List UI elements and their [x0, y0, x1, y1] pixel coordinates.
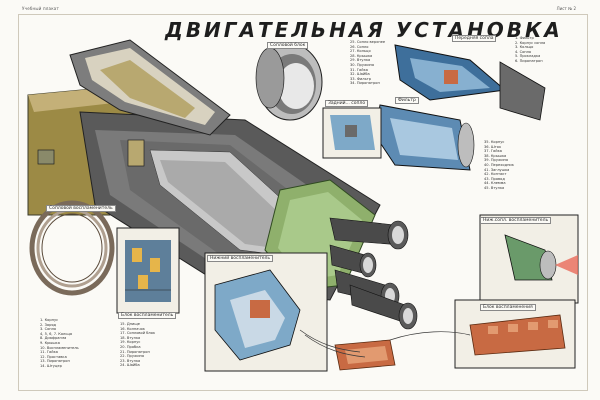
- legend-item: 31. Гайка: [350, 67, 368, 72]
- igniter-block-panel: [116, 227, 180, 314]
- label-igniter-block: Блок воспламенитель: [118, 312, 177, 319]
- legend-item: 40. Переходник: [484, 162, 514, 167]
- legend-item: 18. Втулка: [120, 335, 141, 340]
- copper-plate: [334, 339, 396, 371]
- legend-item: 33. Фильтр: [350, 76, 372, 81]
- legend-item: 11. Гайка: [40, 350, 58, 355]
- label-nozzle-rear: Задний... сопло: [325, 100, 369, 107]
- filter-detail: [374, 104, 475, 171]
- legend-item: 4, 5, 6, 7. Кольца: [40, 331, 73, 336]
- legend-item: 29. Втулка: [350, 58, 371, 63]
- legend-item: 20. Пробка: [120, 344, 141, 349]
- legend-item: 23. Втулка: [120, 358, 141, 363]
- legend-item: 25. Сопло верхнее: [350, 40, 386, 44]
- nozzle-group: [329, 217, 418, 330]
- legend-item: 12. Проставка: [40, 354, 67, 359]
- nozzle-close-up: [322, 107, 382, 159]
- legend-item: 38. Крышка: [484, 153, 507, 158]
- legend-item: 16. Колпачок: [120, 326, 145, 331]
- legend-item: 3. Кольцо: [515, 45, 534, 50]
- legend-item: 22. Пружина: [120, 354, 145, 359]
- igniter-coil: [29, 200, 115, 296]
- header-right-note: Лист № 2: [556, 6, 576, 11]
- legend-item: 36. Шток: [484, 144, 502, 149]
- legend-item: 42. Контакт: [484, 172, 507, 177]
- legend-item: 39. Пружина: [484, 158, 509, 163]
- legend-item: 3. Сопло: [40, 327, 57, 332]
- legend-item: 2. Корпус сопла: [515, 40, 546, 45]
- label-igniter-upper: Сопловой воспламенитель: [46, 205, 116, 212]
- legend-item: 6. Пиропатрон: [515, 58, 543, 63]
- legend-item: 44. Клемма: [484, 181, 506, 186]
- legend-right: 35. Корпус 36. Шток 37. Гайка 38. Крышка…: [484, 140, 514, 191]
- legend-item: 14. Штуцер: [40, 363, 62, 368]
- legend-item: 5. Прокладка: [515, 54, 541, 59]
- engine-main-body: [27, 39, 418, 330]
- lower-igniter-cutaway: [204, 252, 328, 372]
- legend-topright: 1. Фильтр 2. Корпус сопла 3. Кольцо 4. С…: [515, 36, 545, 64]
- legend-item: 27. Кольцо: [350, 49, 371, 54]
- legend-item: 34. Пиропатрон: [350, 81, 380, 86]
- label-igniter-side: Ниж.сопл. воспламенитель: [480, 217, 552, 224]
- label-ignition-unit: Блок воспламенения: [480, 304, 536, 311]
- legend-left: 1. Корпус 2. Заряд 3. Сопло 4, 5, 6, 7. …: [40, 318, 79, 369]
- legend-item: 9. Крышка: [40, 340, 60, 345]
- legend-item: 32. Шайба: [350, 72, 370, 77]
- legend-item: 19. Корпус: [120, 340, 141, 345]
- legend-item: 28. Крышка: [350, 53, 373, 58]
- legend-item: 10. Воспламенитель: [40, 345, 79, 350]
- legend-item: 24. Шайба: [120, 363, 140, 368]
- legend-item: 1. Фильтр: [515, 36, 534, 40]
- legend-item: 21. Пиропатрон: [120, 349, 150, 354]
- legend-item: 17. Сопловой блок: [120, 331, 156, 336]
- legend-item: 41. Заглушка: [484, 167, 510, 172]
- legend-item: 1. Корпус: [40, 318, 59, 322]
- legend-item: 35. Корпус: [484, 140, 505, 144]
- legend-mid: 15. Днище 16. Колпачок 17. Сопловой блок…: [120, 322, 155, 368]
- legend-top: 25. Сопло верхнее 26. Сопло 27. Кольцо 2…: [350, 40, 385, 86]
- poster-frame: [18, 14, 588, 391]
- front-nozzle-detail: [394, 44, 546, 121]
- legend-item: 13. Пиропатрон: [40, 359, 70, 364]
- header-left-note: Учебный плакат: [22, 6, 59, 11]
- wiring: [299, 329, 471, 358]
- legend-item: 45. Втулка: [484, 185, 505, 190]
- label-nozzle-block: Сопловой блок: [267, 42, 309, 49]
- legend-item: 8. Диафрагма: [40, 336, 67, 341]
- legend-item: 4. Сопло: [515, 49, 532, 54]
- label-filter: Фильтр: [395, 97, 419, 104]
- legend-item: 2. Заряд: [40, 322, 57, 327]
- label-lower-igniter: Нижний воспламенитель: [207, 255, 273, 262]
- legend-item: 30. Пружина: [350, 62, 375, 67]
- label-front-block: Передняя сопла: [452, 35, 497, 42]
- legend-item: 26. Сопло: [350, 44, 369, 49]
- legend-item: 43. Провод: [484, 176, 505, 181]
- ring-insert: [255, 43, 323, 121]
- legend-item: 15. Днище: [120, 322, 140, 326]
- ignition-block: [454, 299, 576, 369]
- right-igniter-detail: [479, 214, 579, 304]
- legend-item: 37. Гайка: [484, 149, 502, 154]
